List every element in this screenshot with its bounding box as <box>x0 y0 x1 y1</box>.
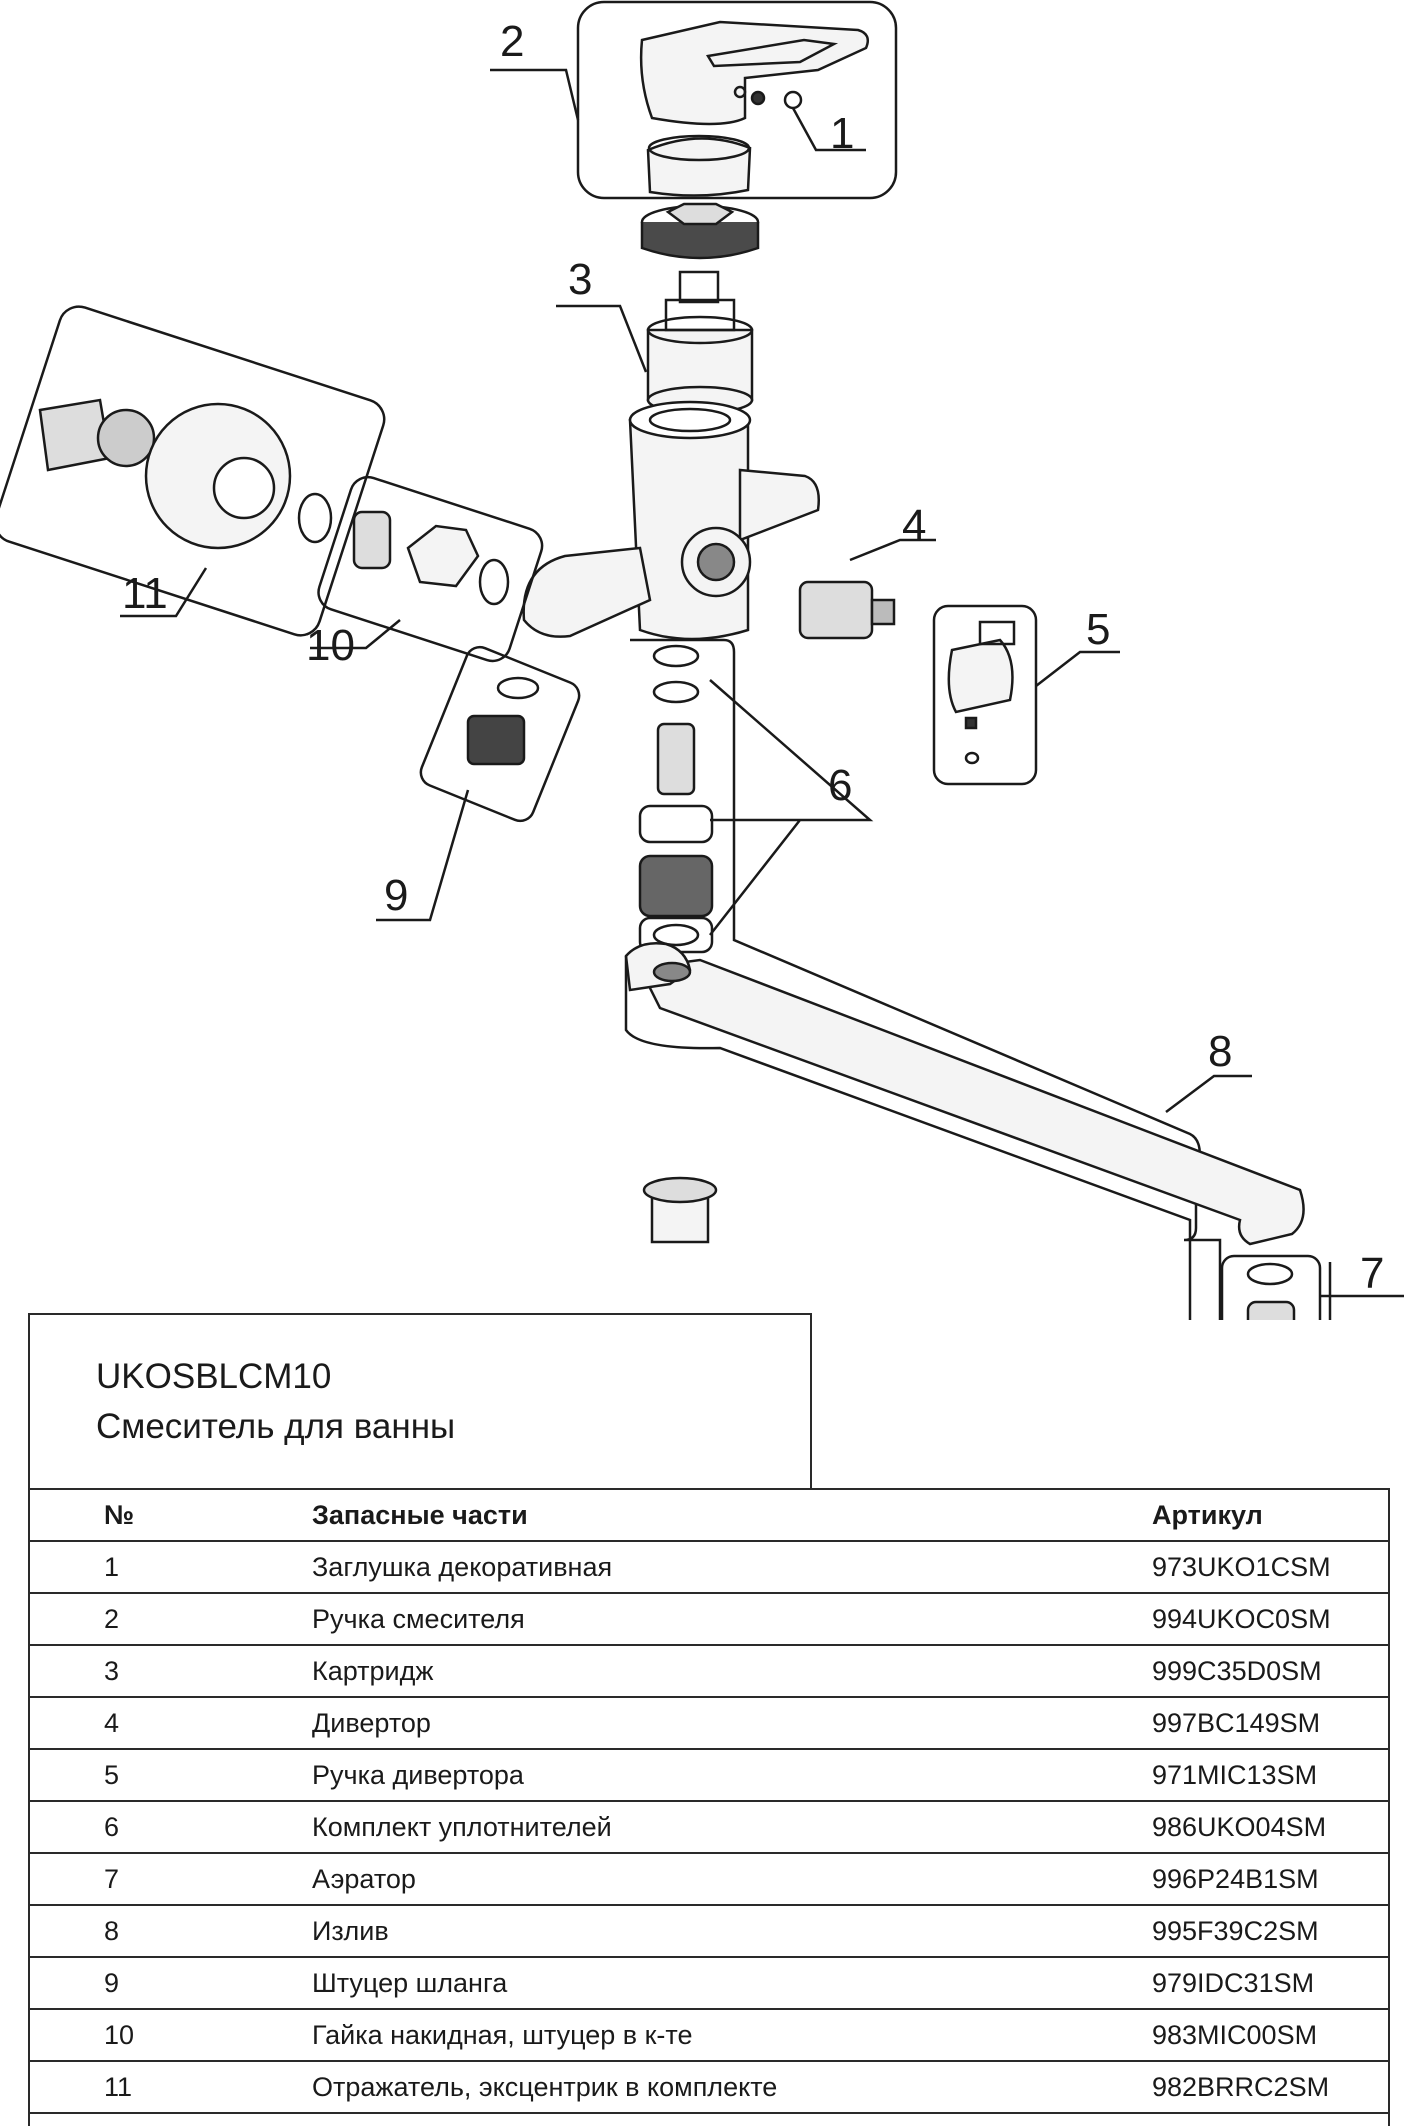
row-article: 979IDC31SM <box>1152 1956 1390 2010</box>
row-part: Отражатель, эксцентрик в комплекте <box>312 2060 1152 2114</box>
header-part: Запасные части <box>312 1488 1152 1542</box>
row-num: 9 <box>28 1956 312 2010</box>
row-article: 995F39C2SM <box>1152 1904 1390 1958</box>
spout <box>638 958 1305 1246</box>
mixer-body <box>628 418 750 641</box>
model-code: UKOSBLCM10 <box>96 1357 332 1396</box>
group-frame-reflector <box>0 305 386 637</box>
callout-6: 6 <box>828 761 852 810</box>
group-frame-nut <box>317 475 544 663</box>
row-article: 999C35D0SM <box>1152 1644 1390 1698</box>
row-part: Штуцер шланга <box>312 1956 1152 2010</box>
row-article: 986UKO04SM <box>1152 1800 1390 1854</box>
group-frame-handle <box>576 0 898 200</box>
group-frame-hose-fitting <box>419 645 581 823</box>
callout-2: 2 <box>500 17 524 66</box>
row-num: 5 <box>28 1748 312 1802</box>
callout-7: 7 <box>1360 1249 1384 1298</box>
decorative-plug <box>783 90 803 110</box>
row-num: 8 <box>28 1904 312 1958</box>
row-num: 3 <box>28 1644 312 1698</box>
mixer-handle <box>639 20 869 126</box>
callout-10: 10 <box>306 621 355 670</box>
row-num: 6 <box>28 1800 312 1854</box>
callout-4: 4 <box>902 501 926 550</box>
row-part: Дивертор <box>312 1696 1152 1750</box>
row-article: 971MIC13SM <box>1152 1748 1390 1802</box>
row-article: 994UKOC0SM <box>1152 1592 1390 1646</box>
row-article: 997BC149SM <box>1152 1696 1390 1750</box>
callout-11: 11 <box>122 569 168 618</box>
callout-1: 1 <box>830 109 854 158</box>
row-num: 2 <box>28 1592 312 1646</box>
header-article: Артикул <box>1152 1488 1390 1542</box>
row-part: Излив <box>312 1904 1152 1958</box>
callout-9: 9 <box>384 871 408 920</box>
exploded-view-diagram: 1 2 3 4 5 6 7 8 9 10 11 <box>0 0 1404 1320</box>
row-article: 983MIC00SM <box>1152 2008 1390 2062</box>
row-article: 996P24B1SM <box>1152 1852 1390 1906</box>
row-num: 4 <box>28 1696 312 1750</box>
callout-8: 8 <box>1208 1027 1232 1076</box>
title-box: UKOSBLCM10 Смеситель для ванны <box>28 1313 812 1488</box>
group-frame-diverter-handle <box>932 604 1038 786</box>
row-part: Ручка дивертора <box>312 1748 1152 1802</box>
row-part: Ручка смесителя <box>312 1592 1152 1646</box>
callout-3: 3 <box>568 255 592 304</box>
header-num: № <box>28 1488 312 1542</box>
row-num: 7 <box>28 1852 312 1906</box>
row-part: Комплект уплотнителей <box>312 1800 1152 1854</box>
diverter <box>798 580 874 640</box>
model-name: Смеситель для ванны <box>96 1407 456 1446</box>
row-part: Аэратор <box>312 1852 1152 1906</box>
row-article: 973UKO1CSM <box>1152 1540 1390 1594</box>
row-part: Заглушка декоративная <box>312 1540 1152 1594</box>
row-part: Картридж <box>312 1644 1152 1698</box>
row-num: 11 <box>28 2060 312 2114</box>
row-part: Гайка накидная, штуцер в к-те <box>312 2008 1152 2062</box>
callout-5: 5 <box>1086 605 1110 654</box>
group-frame-aerator <box>1220 1254 1322 1320</box>
table-header-row: № Запасные части Артикул <box>28 1488 1390 1542</box>
row-num: 1 <box>28 1540 312 1594</box>
row-num: 10 <box>28 2008 312 2062</box>
row-article: 982BRRC2SM <box>1152 2060 1390 2114</box>
